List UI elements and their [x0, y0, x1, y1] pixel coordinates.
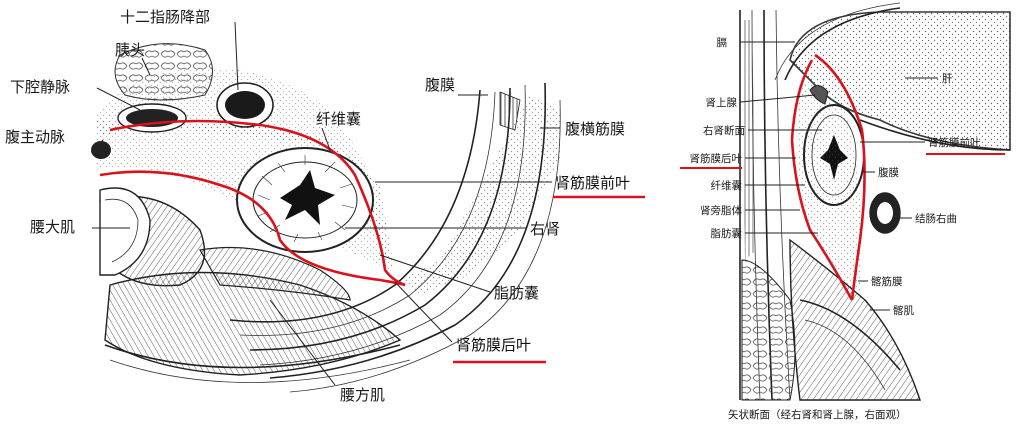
label-aorta: 腹主动脉: [5, 128, 65, 146]
label-pararenal-fat: 肾旁脂体: [700, 204, 742, 217]
label-liver: 肝: [942, 73, 953, 85]
label-right-kidney: 右肾: [530, 220, 560, 238]
label-peritoneum: 腹膜: [425, 76, 455, 94]
label-iliac-fascia: 髂筋膜: [871, 275, 903, 288]
label-pancreas-head: 胰头: [115, 41, 145, 59]
caption: 矢状断面（经右肾和肾上腺，右面观）: [728, 408, 907, 421]
label-fibrous-capsule-r: 纤维囊: [711, 179, 743, 192]
label-psoas: 腰大肌: [30, 218, 75, 236]
label-peritoneum-r: 腹膜: [878, 166, 899, 179]
label-duodenum: 十二指肠降部: [120, 8, 210, 26]
label-diaphragm: 膈: [717, 37, 728, 49]
label-quadratus: 腰方肌: [340, 386, 385, 404]
right-sagittal-diagram: 膈 肝 肾上腺 右肾断面 肾筋膜后叶 肾筋膜前叶 腹膜 纤维囊 肾旁脂体 结肠右…: [680, 2, 1011, 421]
label-colic-flexure: 结肠右曲: [915, 212, 957, 225]
label-fat-capsule: 脂肪囊: [494, 284, 539, 302]
label-iliacus: 髂肌: [893, 304, 914, 317]
left-right-kidney: [236, 147, 374, 253]
left-transverse-diagram: 十二指肠降部 胰头 下腔静脉 腹主动脉 腰大肌 纤维囊 腹膜 腹横筋膜 肾筋膜前…: [5, 8, 645, 404]
label-posterior-renal-fascia: 肾筋膜后叶: [456, 336, 531, 354]
label-adrenal: 肾上腺: [706, 96, 738, 109]
label-posterior-renal-fascia-r: 肾筋膜后叶: [690, 152, 743, 165]
label-anterior-renal-fascia: 肾筋膜前叶: [555, 174, 630, 192]
label-right-kidney-section: 右肾断面: [703, 124, 745, 137]
label-transversalis: 腹横筋膜: [565, 120, 625, 138]
label-fibrous-capsule: 纤维囊: [316, 110, 361, 128]
label-ivc: 下腔静脉: [10, 78, 70, 96]
label-fat-capsule-r: 脂肪囊: [711, 227, 743, 240]
label-anterior-renal-fascia-r: 肾筋膜前叶: [928, 136, 981, 149]
